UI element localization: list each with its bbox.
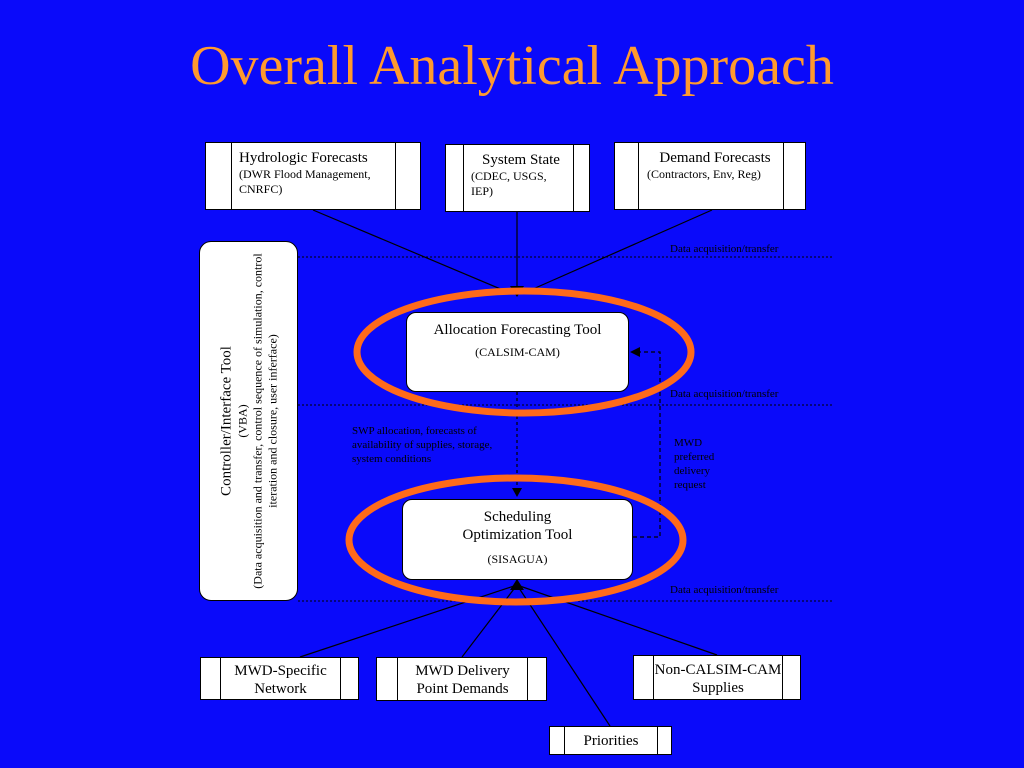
arrowhead-scheduling <box>512 488 522 497</box>
allocation-tool-subtitle: (CALSIM-CAM) <box>475 345 560 359</box>
mwd-specific-network-box: MWD-Specific Network <box>200 657 359 700</box>
system-state-title: System State <box>482 152 560 168</box>
controller-detail: (Data acquisition and transfer, control … <box>250 253 279 589</box>
system-state-detail: (CDEC, USGS, IEP) <box>471 169 547 198</box>
scheduling-tool-title: Scheduling Optimization Tool <box>462 509 573 543</box>
non-calsim-cam-supplies-box: Non-CALSIM-CAM Supplies <box>633 655 801 700</box>
demand-forecasts-box: Demand Forecasts (Contractors, Env, Reg) <box>614 142 806 210</box>
connector-feedback-loop <box>633 351 661 538</box>
controller-interface-tool-box: Controller/Interface Tool (VBA) (Data ac… <box>199 241 298 601</box>
data-acquisition-label-1: Data acquisition/transfer <box>670 243 779 255</box>
hydrologic-forecasts-title: Hydrologic Forecasts <box>239 150 368 166</box>
mwd-preferred-delivery-note: MWD preferred delivery request <box>674 437 715 491</box>
connector-demand <box>523 209 713 294</box>
non-calsim-cam-supplies-label: Non-CALSIM-CAM Supplies <box>654 662 782 696</box>
demand-forecasts-detail: (Contractors, Env, Reg) <box>647 167 761 181</box>
controller-tech: (VBA) <box>235 404 249 438</box>
priorities-label: Priorities <box>583 733 639 749</box>
connector-hydrologic <box>312 209 511 294</box>
connector-network <box>299 584 518 658</box>
connector-supplies <box>516 584 718 656</box>
mwd-delivery-point-demands-label: MWD Delivery Point Demands <box>415 663 510 697</box>
allocation-tool-title: Allocation Forecasting Tool <box>433 322 602 338</box>
connector-priorities <box>516 584 611 727</box>
hydrologic-forecasts-box: Hydrologic Forecasts (DWR Flood Manageme… <box>205 142 421 210</box>
mwd-specific-network-label: MWD-Specific Network <box>234 663 327 697</box>
swp-allocation-note: SWP allocation, forecasts of availabilit… <box>352 425 493 465</box>
data-acquisition-label-2: Data acquisition/transfer <box>670 388 779 400</box>
arrowhead-feedback <box>630 347 640 357</box>
mwd-delivery-point-demands-box: MWD Delivery Point Demands <box>376 657 547 701</box>
slide-title: Overall Analytical Approach <box>190 35 834 97</box>
hydrologic-forecasts-detail: (DWR Flood Management, CNRFC) <box>239 167 371 196</box>
highlight-ring-allocation <box>353 287 695 417</box>
arrowhead-output <box>510 579 524 590</box>
demand-forecasts-title: Demand Forecasts <box>659 150 771 166</box>
highlight-ring-scheduling <box>345 474 687 606</box>
data-acquisition-label-3: Data acquisition/transfer <box>670 584 779 596</box>
scheduling-optimization-tool-box: Scheduling Optimization Tool (SISAGUA) <box>402 499 633 580</box>
connector-delivery <box>461 584 518 658</box>
system-state-box: System State (CDEC, USGS, IEP) <box>445 144 590 212</box>
controller-title: Controller/Interface Tool <box>218 346 234 496</box>
priorities-box: Priorities <box>549 726 672 755</box>
scheduling-tool-subtitle: (SISAGUA) <box>487 552 548 566</box>
allocation-forecasting-tool-box: Allocation Forecasting Tool (CALSIM-CAM) <box>406 312 629 392</box>
